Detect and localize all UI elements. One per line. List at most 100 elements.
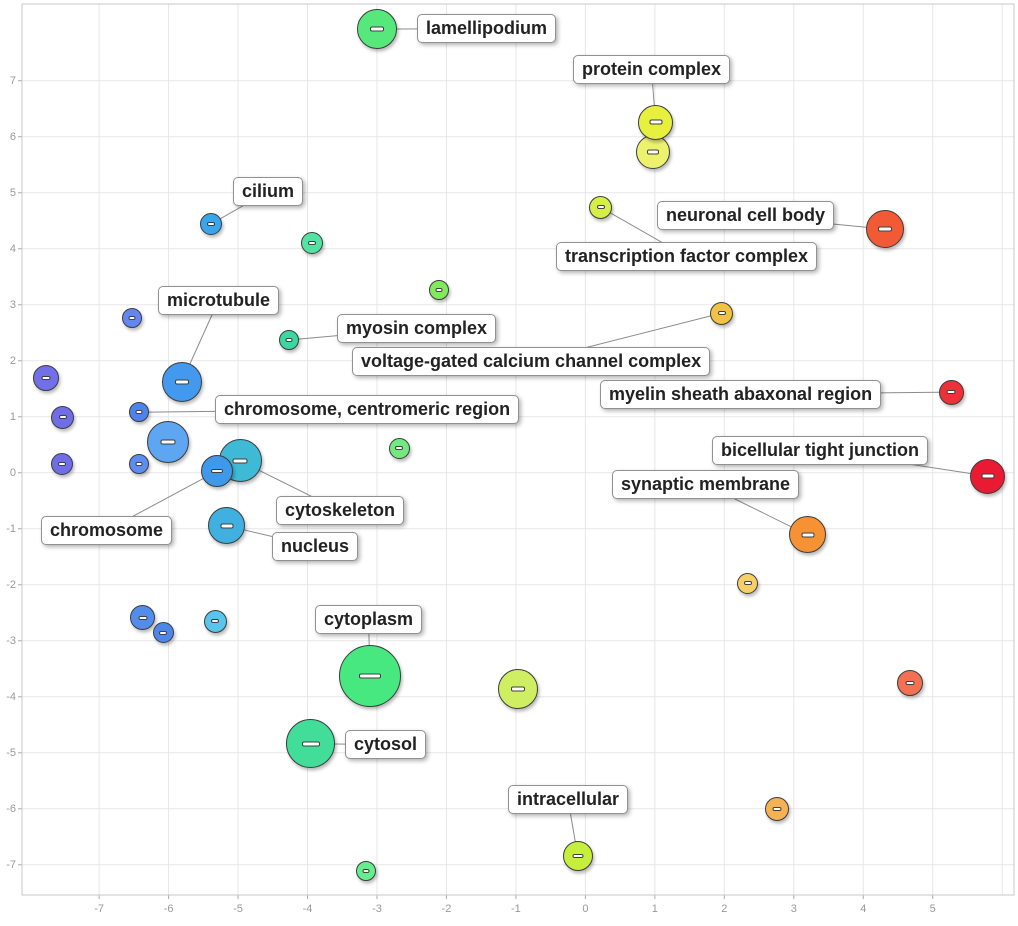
y-axis-tick-label: 7 <box>9 74 16 87</box>
collapse-minus-icon[interactable] <box>220 523 234 529</box>
collapse-minus-icon[interactable] <box>135 410 143 415</box>
collapse-minus-icon[interactable] <box>369 26 384 32</box>
collapse-minus-icon[interactable] <box>128 316 136 321</box>
bubble-cilium[interactable] <box>199 213 222 236</box>
x-axis-tick-label: -6 <box>163 903 174 915</box>
bubble-unlabeled-35[interactable] <box>355 860 376 881</box>
bubble-voltage-gated-calcium-channel-complex[interactable] <box>710 301 734 325</box>
bubble-myosin-complex[interactable] <box>278 330 299 350</box>
bubble-transcription-factor-complex[interactable] <box>589 195 613 219</box>
bubble-cytoskeleton[interactable] <box>218 439 262 483</box>
bubble-unlabeled-1[interactable] <box>635 134 670 169</box>
plot-border <box>21 3 1015 896</box>
collapse-minus-icon[interactable] <box>905 681 915 686</box>
bubble-unlabeled-6[interactable] <box>300 232 323 255</box>
x-axis-tick-label: 5 <box>929 903 936 915</box>
y-axis-tick-label: -6 <box>6 802 16 815</box>
collapse-minus-icon[interactable] <box>41 376 51 381</box>
bubble-lamellipodium[interactable] <box>356 9 397 50</box>
collapse-minus-icon[interactable] <box>981 473 995 479</box>
bubble-protein-complex[interactable] <box>638 104 674 140</box>
collapse-minus-icon[interactable] <box>878 226 893 232</box>
collapse-minus-icon[interactable] <box>211 469 224 474</box>
annotation-label: protein complex <box>573 55 731 84</box>
bubble-cytosol[interactable] <box>286 719 336 769</box>
bubble-unlabeled-17[interactable] <box>388 437 410 459</box>
annotation-label: synaptic membrane <box>612 470 800 499</box>
bubble-unlabeled-7[interactable] <box>428 280 449 301</box>
bubble-microtubule[interactable] <box>161 362 202 403</box>
annotation-label: intracellular <box>508 785 629 814</box>
collapse-minus-icon[interactable] <box>58 415 67 420</box>
collapse-minus-icon[interactable] <box>572 853 584 858</box>
bubble-unlabeled-31[interactable] <box>896 670 923 697</box>
bubble-unlabeled-15[interactable] <box>51 405 75 429</box>
annotation-label: voltage-gated calcium channel complex <box>352 347 711 376</box>
bubble-unlabeled-33[interactable] <box>765 797 790 822</box>
annotation-label: nucleus <box>272 532 359 561</box>
y-axis-tick-label: -7 <box>6 858 16 871</box>
collapse-minus-icon[interactable] <box>359 673 382 679</box>
collapse-minus-icon[interactable] <box>307 241 316 246</box>
collapse-minus-icon[interactable] <box>649 119 663 125</box>
x-axis-tick-label: -3 <box>372 903 382 915</box>
collapse-minus-icon[interactable] <box>211 619 220 624</box>
annotation-label: microtubule <box>158 286 280 315</box>
y-axis-tick-label: -3 <box>6 634 16 647</box>
bubble-cytoplasm[interactable] <box>339 645 402 708</box>
collapse-minus-icon[interactable] <box>596 205 605 210</box>
bubble-neuronal-cell-body[interactable] <box>866 210 905 249</box>
collapse-minus-icon[interactable] <box>174 379 189 385</box>
collapse-minus-icon[interactable] <box>772 807 782 812</box>
annotation-label: myelin sheath abaxonal region <box>600 380 882 409</box>
bubble-unlabeled-26[interactable] <box>130 605 156 631</box>
annotation-label: chromosome <box>41 516 173 545</box>
bubble-myelin-sheath-abaxonal-region[interactable] <box>938 379 964 405</box>
collapse-minus-icon[interactable] <box>646 149 659 155</box>
y-axis-tick-label: 5 <box>9 186 16 199</box>
bubble-chromosome[interactable] <box>201 455 234 488</box>
bubble-unlabeled-19[interactable] <box>51 452 74 475</box>
collapse-minus-icon[interactable] <box>160 439 176 445</box>
x-axis-tick-label: 4 <box>860 903 867 915</box>
bubble-chromosome-centromeric-region[interactable] <box>129 402 150 423</box>
annotation-label: chromosome, centromeric region <box>215 395 520 424</box>
bubble-unlabeled-28[interactable] <box>152 622 174 644</box>
bubble-unlabeled-16[interactable] <box>146 420 189 463</box>
bubble-intracellular[interactable] <box>562 840 593 871</box>
collapse-minus-icon[interactable] <box>435 288 443 293</box>
collapse-minus-icon[interactable] <box>159 630 168 635</box>
annotation-label: neuronal cell body <box>657 201 835 230</box>
bubble-unlabeled-9[interactable] <box>121 308 142 329</box>
annotation-label: cytosol <box>345 730 427 759</box>
bubble-nucleus[interactable] <box>208 507 246 545</box>
collapse-minus-icon[interactable] <box>135 461 143 466</box>
collapse-minus-icon[interactable] <box>717 311 726 316</box>
collapse-minus-icon[interactable] <box>301 741 320 747</box>
bubble-unlabeled-20[interactable] <box>129 453 150 474</box>
bubble-unlabeled-11[interactable] <box>33 365 60 392</box>
collapse-minus-icon[interactable] <box>801 532 815 538</box>
annotation-label: myosin complex <box>337 314 497 343</box>
y-axis-tick-label: -2 <box>6 578 16 591</box>
collapse-minus-icon[interactable] <box>946 390 956 395</box>
bubble-unlabeled-25[interactable] <box>737 572 759 594</box>
x-axis-tick-label: 1 <box>651 903 658 915</box>
bubble-unlabeled-27[interactable] <box>203 609 227 633</box>
collapse-minus-icon[interactable] <box>362 868 370 873</box>
collapse-minus-icon[interactable] <box>206 222 215 227</box>
collapse-minus-icon[interactable] <box>743 581 752 586</box>
collapse-minus-icon[interactable] <box>395 446 404 451</box>
collapse-minus-icon[interactable] <box>511 686 525 692</box>
bubble-synaptic-membrane[interactable] <box>789 516 827 554</box>
annotation-label: cytoskeleton <box>276 496 405 525</box>
annotation-label: lamellipodium <box>417 14 557 43</box>
collapse-minus-icon[interactable] <box>232 458 248 464</box>
collapse-minus-icon[interactable] <box>58 461 67 466</box>
collapse-minus-icon[interactable] <box>138 615 148 620</box>
bubble-bicellular-tight-junction[interactable] <box>970 458 1006 494</box>
collapse-minus-icon[interactable] <box>285 338 293 342</box>
x-axis-tick-label: 2 <box>721 903 728 915</box>
bubble-unlabeled-30[interactable] <box>498 668 538 709</box>
